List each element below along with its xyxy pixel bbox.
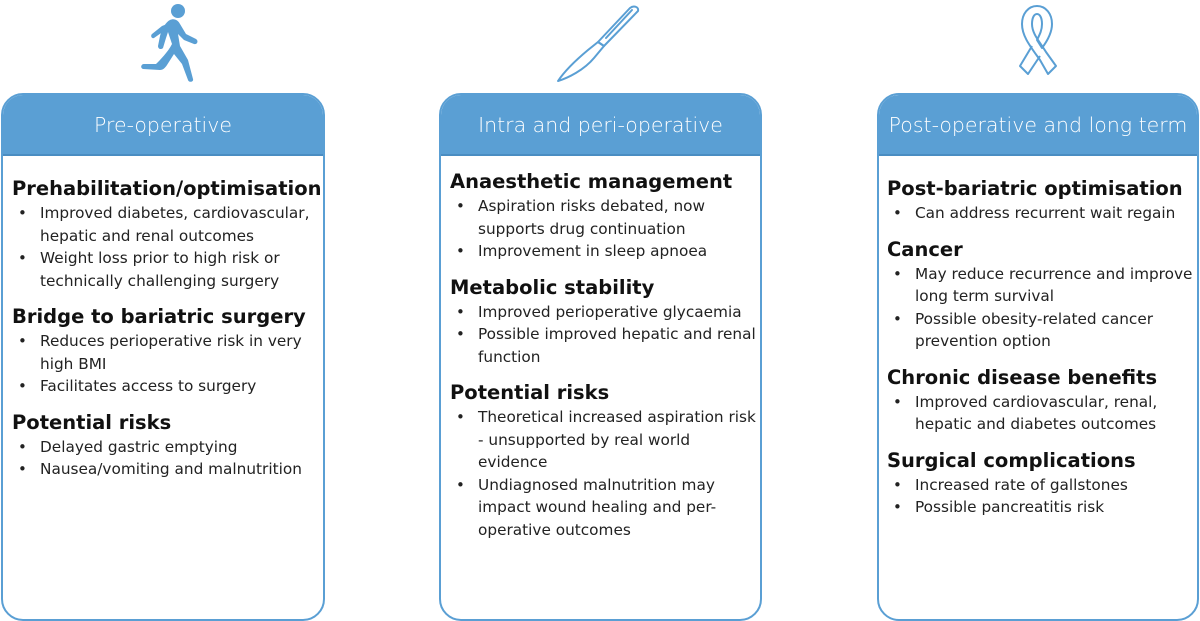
section: Chronic disease benefits Improved cardio… xyxy=(887,365,1197,436)
section-title: Surgical complications xyxy=(887,448,1136,472)
bullet-item: Possible improved hepatic and renal func… xyxy=(450,323,760,368)
bullet-item: Nausea/vomiting and malnutrition xyxy=(12,458,323,481)
section-title: Post-bariatric optimisation xyxy=(887,177,1183,200)
section: Bridge to bariatric surgery Reduces peri… xyxy=(12,304,323,398)
section: Anaesthetic management Aspiration risks … xyxy=(450,169,760,263)
panel-pre-operative: Pre-operative Prehabilitation/optimisati… xyxy=(1,93,325,621)
section-title: Potential risks xyxy=(12,410,172,434)
section: Surgical complications Increased rate of… xyxy=(887,448,1197,519)
panel-post-operative-long-term: Post-operative and long term Post-bariat… xyxy=(877,93,1199,621)
section: Potential risks Theoretical increased as… xyxy=(450,380,760,541)
bullet-item: Possible obesity-related cancer preventi… xyxy=(887,308,1197,353)
section-title: Chronic disease benefits xyxy=(887,365,1158,389)
section: Prehabilitation/optimisation Improved di… xyxy=(12,176,323,292)
section: Cancer May reduce recurrence and improve… xyxy=(887,237,1197,353)
panel-intra-peri-operative: Intra and peri-operative Anaesthetic man… xyxy=(439,93,762,621)
awareness-ribbon-icon xyxy=(1019,5,1057,75)
bullet-item: Delayed gastric emptying xyxy=(12,436,323,459)
runner-icon xyxy=(141,4,198,82)
scalpel-icon xyxy=(557,5,640,82)
bullet-item: Theoretical increased aspiration risk - … xyxy=(450,406,760,474)
bullet-item: Reduces perioperative risk in very high … xyxy=(12,330,323,375)
section-title: Anaesthetic management xyxy=(450,170,733,193)
section: Metabolic stability Improved perioperati… xyxy=(450,275,760,369)
bullet-item: Increased rate of gallstones xyxy=(887,474,1197,497)
panel-header: Post-operative and long term xyxy=(879,95,1197,156)
bullet-item: Improved cardiovascular, renal, hepatic … xyxy=(887,391,1197,436)
section-title: Bridge to bariatric surgery xyxy=(12,305,306,328)
section: Post-bariatric optimisation Can address … xyxy=(887,176,1197,225)
section-title: Metabolic stability xyxy=(450,275,655,299)
section: Potential risks Delayed gastric emptying… xyxy=(12,410,323,481)
bullet-item: Can address recurrent wait regain xyxy=(887,202,1197,225)
bullet-item: Improvement in sleep apnoea xyxy=(450,240,760,263)
bullet-item: Aspiration risks debated, now supports d… xyxy=(450,195,760,240)
bullet-item: Improved diabetes, cardiovascular, hepat… xyxy=(12,202,323,247)
bullet-item: Facilitates access to surgery xyxy=(12,375,323,398)
bullet-item: Weight loss prior to high risk or techni… xyxy=(12,247,323,292)
bullet-item: Improved perioperative glycaemia xyxy=(450,301,760,324)
section-title: Potential risks xyxy=(450,381,610,404)
section-title: Cancer xyxy=(887,237,963,261)
bullet-item: Undiagnosed malnutrition may impact woun… xyxy=(450,474,760,542)
panel-header: Pre-operative xyxy=(3,95,323,156)
section-title: Prehabilitation/optimisation xyxy=(12,177,322,200)
bullet-item: Possible pancreatitis risk xyxy=(887,496,1197,519)
panel-header: Intra and peri-operative xyxy=(441,95,760,156)
bullet-item: May reduce recurrence and improve long t… xyxy=(887,263,1197,308)
